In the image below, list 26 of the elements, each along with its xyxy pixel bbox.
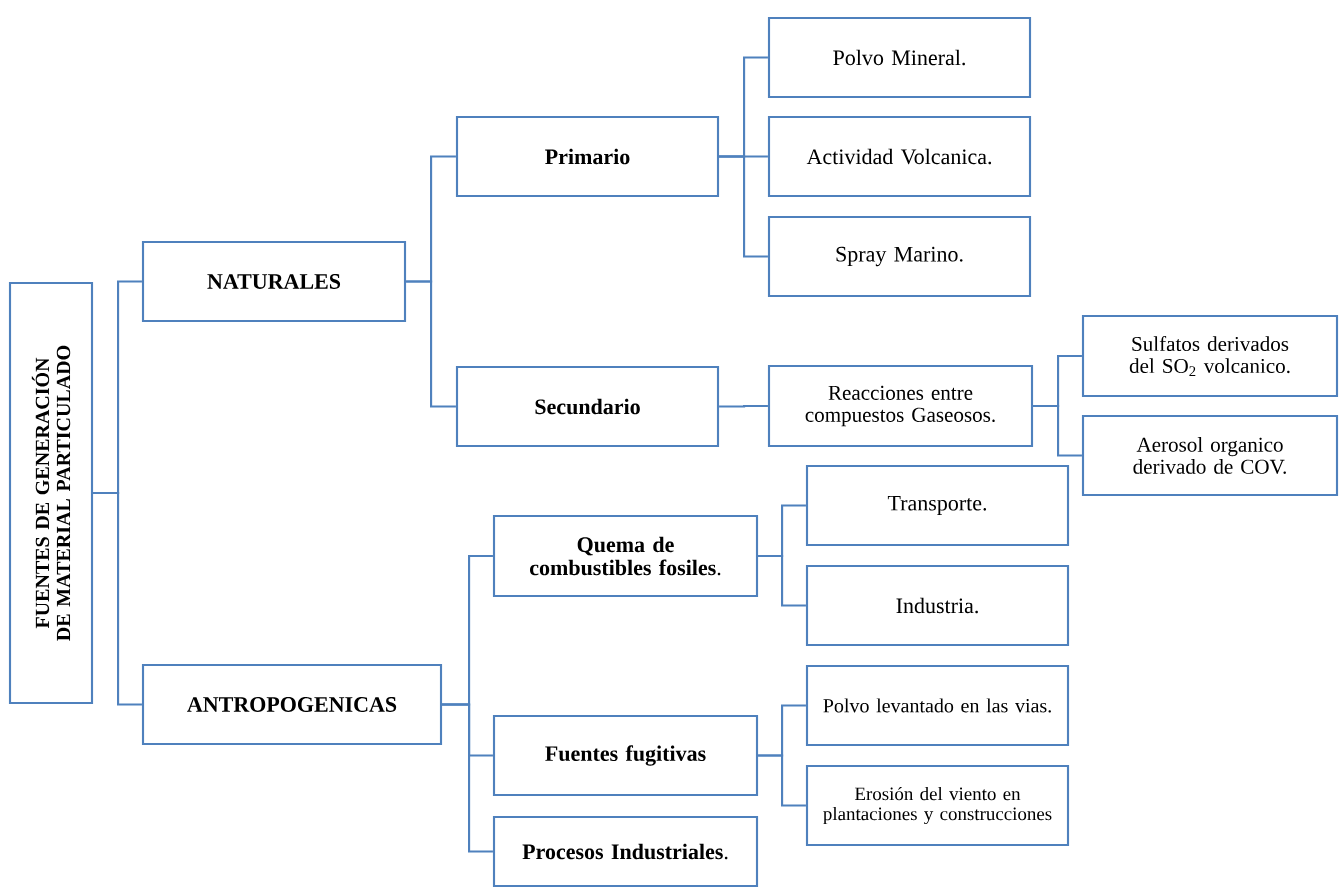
source-box: Aerosol organico derivado de COV. — [1081, 414, 1339, 497]
category-box: NATURALES — [141, 240, 407, 323]
source-box: Transporte. — [805, 464, 1070, 547]
source-box: Polvo levantado en las vias. — [805, 664, 1070, 747]
category-box: ANTROPOGENICAS — [141, 663, 443, 746]
connector — [1033, 404, 1082, 457]
category-box: Primario — [455, 115, 720, 198]
source-box: Sulfatos derivados del SO$_{2}$ volcanico. — [1081, 314, 1339, 398]
connector — [93, 491, 142, 706]
title-box: FUENTES DE GENERACIÓN DE MATERIAL PARTICULADO — [8, 281, 94, 705]
source-box: Erosión del viento en plantaciones y construcciones — [805, 764, 1070, 847]
connector — [442, 703, 493, 853]
category-box: Secundario — [455, 365, 720, 448]
source-box: Polvo Mineral. — [767, 16, 1032, 99]
source-box: Spray Marino. — [767, 215, 1032, 298]
category-box: Fuentes fugitivas — [492, 714, 759, 797]
source-box: Reacciones entre compuestos Gaseosos. — [767, 364, 1034, 448]
category-box: Quema de combustibles fosiles. — [492, 514, 759, 598]
connector — [758, 754, 806, 807]
connector — [719, 404, 768, 408]
source-box: Actividad Volcanica. — [767, 115, 1032, 198]
connector — [758, 554, 806, 607]
category-box: Procesos Industriales. — [492, 815, 759, 888]
source-box: Industria. — [805, 564, 1070, 647]
connector — [406, 280, 456, 408]
connector — [719, 155, 768, 258]
